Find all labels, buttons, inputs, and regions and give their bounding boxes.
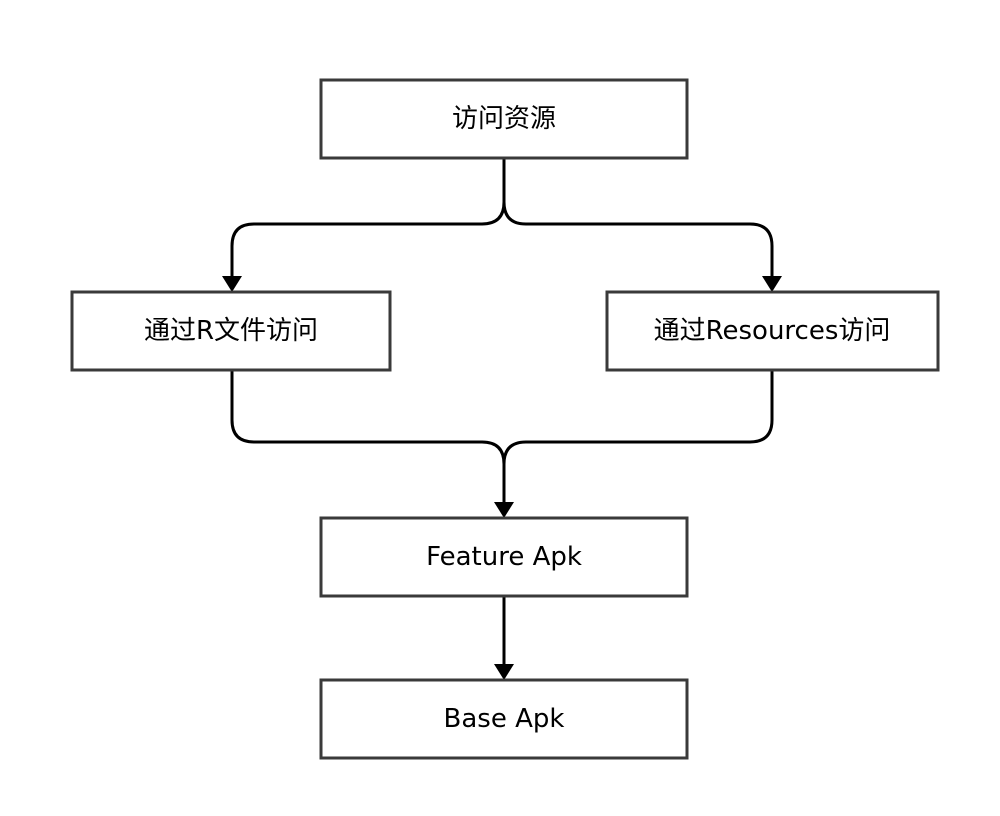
arrowhead-resources	[762, 276, 782, 292]
node-base-apk-label: Base Apk	[444, 704, 565, 734]
node-access-resources-label: 访问资源	[452, 104, 556, 134]
edge-access-to-resources	[502, 201, 774, 276]
node-feature-apk: Feature Apk	[319, 516, 689, 598]
node-via-r-file-label: 通过R文件访问	[144, 316, 318, 346]
node-base-apk: Base Apk	[319, 678, 689, 760]
edge-r-file-to-feature	[230, 370, 506, 502]
node-access-resources: 访问资源	[319, 78, 689, 160]
node-feature-apk-label: Feature Apk	[426, 542, 582, 572]
node-via-resources-label: 通过Resources访问	[654, 316, 891, 346]
edge-access-to-r-file	[230, 158, 506, 276]
edge-resources-to-feature	[502, 370, 774, 465]
arrowhead-feature-apk	[494, 502, 514, 518]
arrowhead-base-apk	[494, 664, 514, 680]
arrowhead-r-file	[222, 276, 242, 292]
node-via-r-file: 通过R文件访问	[70, 290, 392, 372]
node-via-resources: 通过Resources访问	[605, 290, 940, 372]
